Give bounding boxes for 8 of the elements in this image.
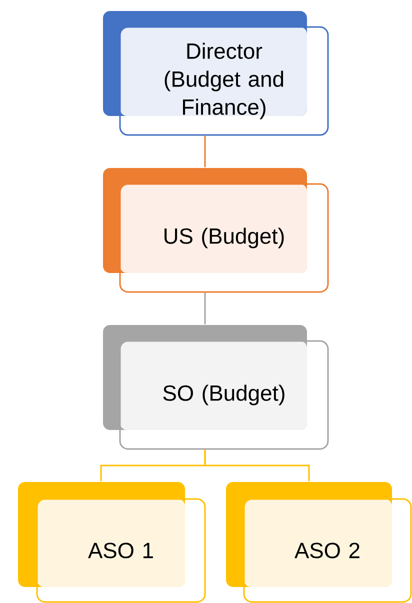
connector-line bbox=[204, 450, 310, 482]
org-box: ASO 2 bbox=[243, 498, 412, 603]
org-box: Director (Budget and Finance) bbox=[119, 26, 329, 136]
connector-line bbox=[204, 292, 206, 324]
connector-line bbox=[204, 136, 206, 168]
org-box: US (Budget) bbox=[119, 183, 329, 293]
org-box: ASO 1 bbox=[36, 498, 206, 603]
org-box: SO (Budget) bbox=[119, 340, 329, 450]
